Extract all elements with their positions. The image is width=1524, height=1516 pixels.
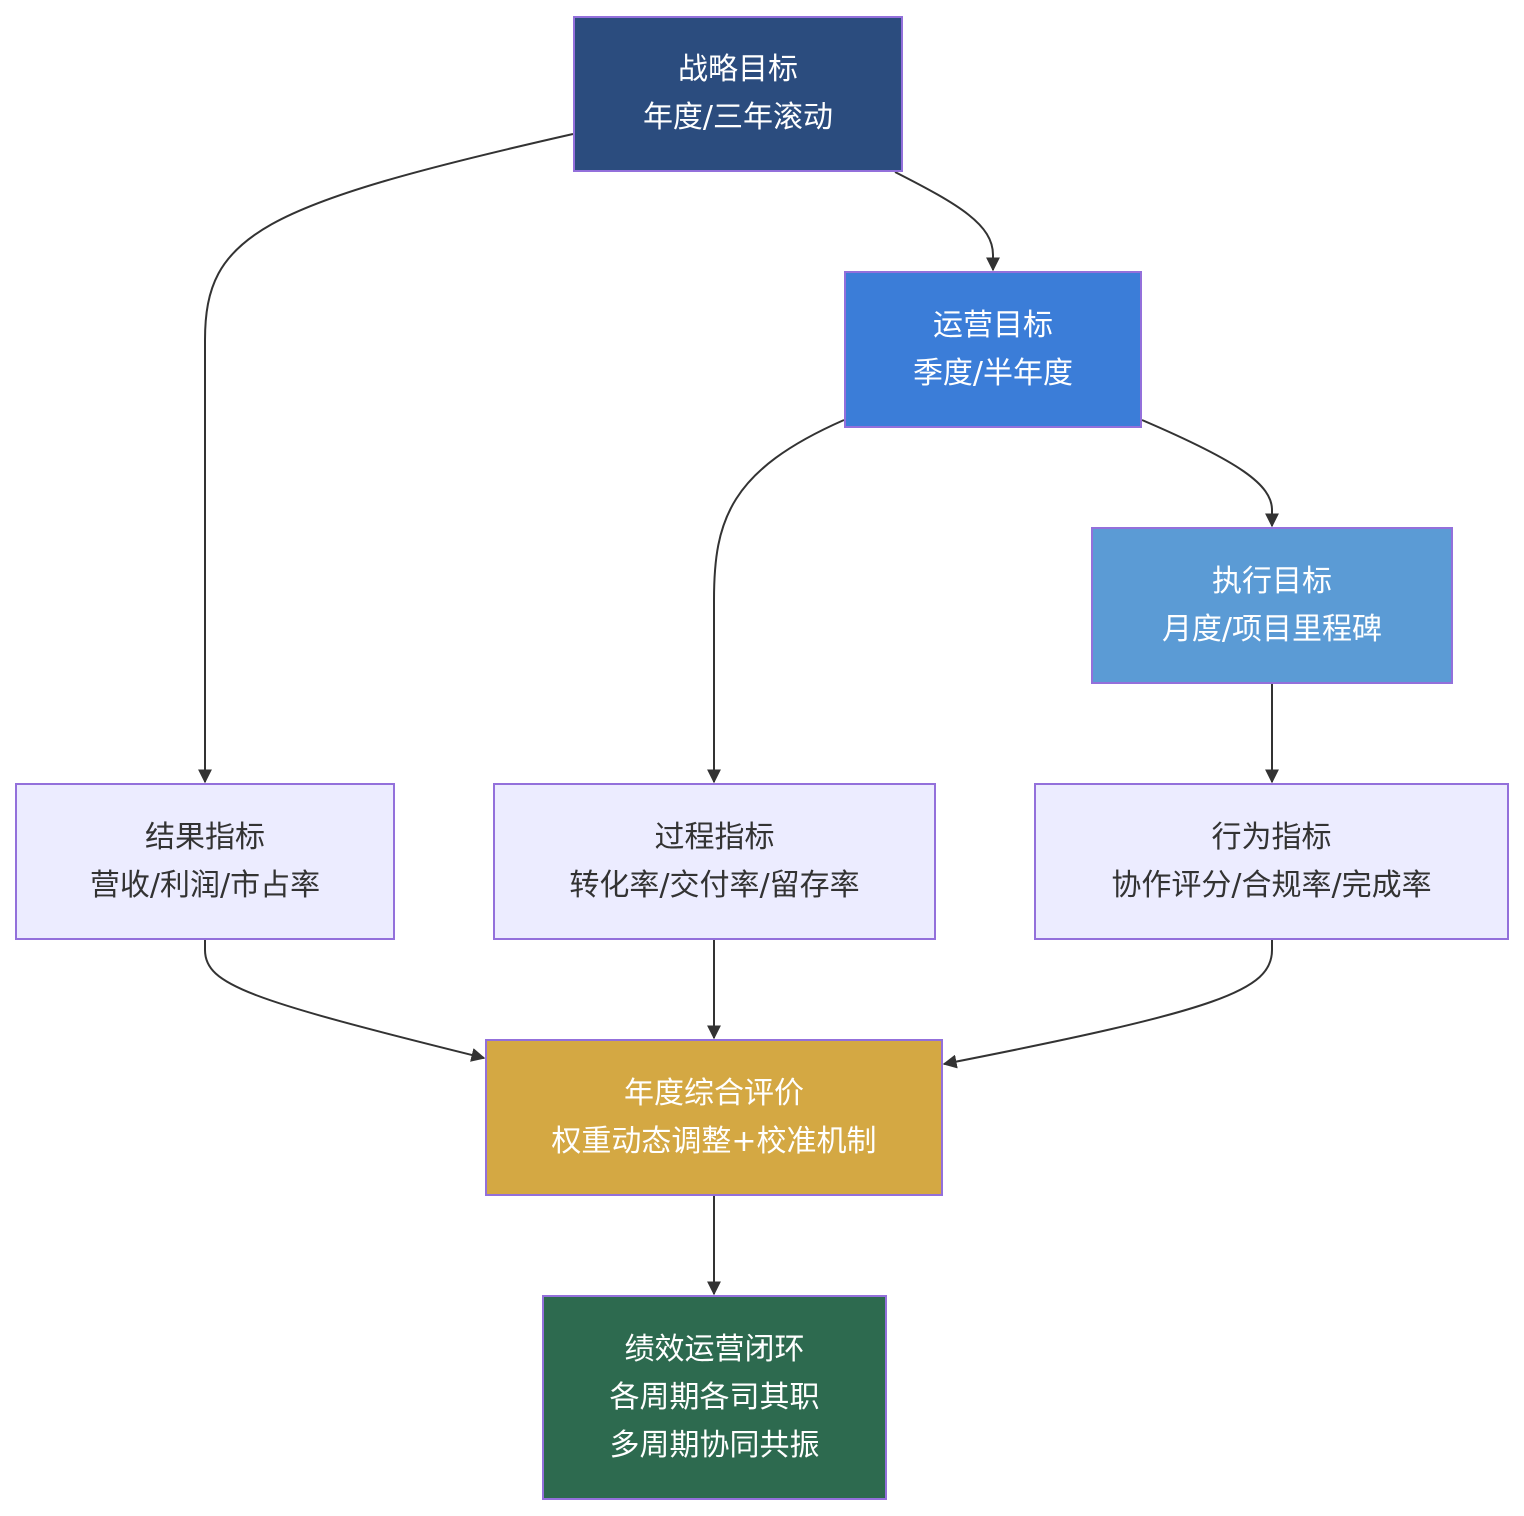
edge-result-to-annual [204, 940, 486, 1062]
execution-goal-period: 月度/项目里程碑 [1161, 611, 1383, 647]
annual-evaluation-detail: 权重动态调整+校准机制 [551, 1123, 877, 1159]
edge-operations-to-process [707, 419, 845, 784]
operations-goal-period: 季度/半年度 [912, 355, 1074, 391]
process-indicator-title: 过程指标 [654, 819, 775, 855]
result-indicator-title: 结果指标 [145, 819, 265, 855]
strategy-goal-title: 战略目标 [678, 52, 798, 87]
strategy-goal-node: 战略目标 年度/三年滚动 [573, 16, 903, 172]
strategy-goal-period: 年度/三年滚动 [642, 100, 834, 135]
operations-goal-node: 运营目标 季度/半年度 [844, 271, 1142, 428]
behavior-indicator-title: 行为指标 [1211, 819, 1332, 855]
process-indicator-node: 过程指标 转化率/交付率/留存率 [493, 783, 936, 940]
result-indicator-items: 营收/利润/市占率 [89, 867, 321, 903]
annual-evaluation-node: 年度综合评价 权重动态调整+校准机制 [485, 1039, 943, 1196]
edge-behavior-to-annual [942, 940, 1273, 1069]
closed-loop-node: 绩效运营闭环 各周期各司其职 多周期协同共振 [542, 1295, 887, 1500]
edge-strategy-to-operations [894, 171, 1000, 272]
closed-loop-line3: 多周期协同共振 [609, 1427, 820, 1463]
result-indicator-node: 结果指标 营收/利润/市占率 [15, 783, 395, 940]
annual-evaluation-title: 年度综合评价 [624, 1075, 804, 1111]
behavior-indicator-items: 协作评分/合规率/完成率 [1111, 867, 1432, 903]
operations-goal-title: 运营目标 [933, 307, 1053, 343]
closed-loop-line2: 各周期各司其职 [609, 1379, 820, 1415]
closed-loop-title: 绩效运营闭环 [624, 1331, 805, 1367]
process-indicator-items: 转化率/交付率/留存率 [569, 867, 860, 903]
edge-operations-to-execution [1141, 419, 1279, 528]
edge-strategy-to-result [198, 133, 574, 784]
execution-goal-title: 执行目标 [1212, 563, 1332, 599]
execution-goal-node: 执行目标 月度/项目里程碑 [1091, 527, 1453, 684]
behavior-indicator-node: 行为指标 协作评分/合规率/完成率 [1034, 783, 1509, 940]
